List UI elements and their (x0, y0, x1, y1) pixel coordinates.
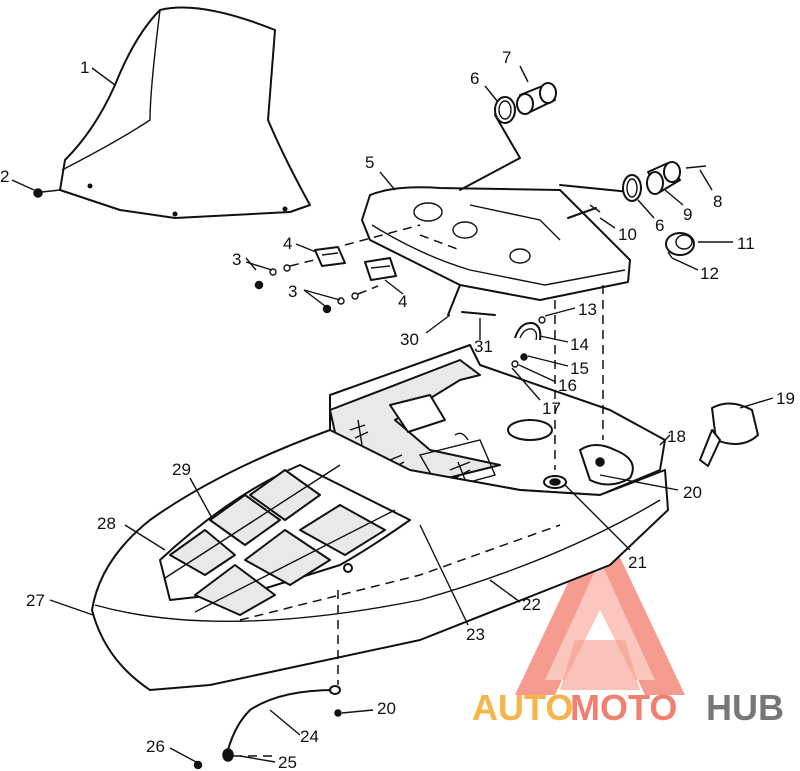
washer-15 (520, 353, 528, 361)
callout-16: 16 (558, 376, 577, 395)
callout-27: 27 (26, 591, 45, 610)
callout-21: 21 (628, 553, 647, 572)
callout-10: 10 (618, 225, 637, 244)
callout-11: 11 (737, 234, 755, 253)
callout-1: 1 (80, 58, 89, 77)
screws-3-upper (254, 257, 323, 290)
callout-7: 7 (502, 48, 511, 67)
callout-31: 31 (474, 337, 493, 356)
washer-16 (511, 360, 519, 368)
gauge-ring-6-top (494, 96, 516, 124)
side-panel-23 (159, 464, 411, 616)
leader-lines (11, 65, 774, 764)
callout-4-upper: 4 (283, 234, 292, 253)
callout-19: 19 (776, 389, 795, 408)
callout-12: 12 (700, 264, 719, 283)
callout-18: 18 (667, 427, 686, 446)
callout-6-top: 6 (470, 69, 479, 88)
nut-12 (667, 251, 673, 259)
clip-13 (538, 316, 546, 324)
watermark-logo (515, 515, 685, 695)
dash-panel (361, 186, 631, 301)
callout-6-right: 6 (655, 216, 664, 235)
callout-24: 24 (300, 727, 319, 746)
watermark-auto: AUTO (472, 687, 573, 728)
callout-labels: 1 2 3 3 4 4 5 6 6 7 8 9 10 11 12 13 14 1… (0, 48, 795, 771)
bolt-31 (461, 311, 496, 316)
bulb-8 (685, 165, 707, 169)
callout-26: 26 (146, 737, 165, 756)
callout-8: 8 (713, 192, 722, 211)
spring-30 (447, 284, 461, 316)
mirror-19 (699, 402, 759, 467)
callout-20-right: 20 (683, 483, 702, 502)
switch-11 (665, 232, 695, 256)
gauge-wire (459, 114, 521, 191)
callout-13: 13 (578, 300, 597, 319)
callout-9: 9 (683, 205, 692, 224)
callout-2: 2 (0, 167, 9, 186)
cable-24 (222, 685, 341, 762)
callout-30: 30 (400, 330, 419, 349)
callout-3-lower: 3 (288, 282, 297, 301)
callout-14: 14 (570, 335, 589, 354)
watermark-text: AUTO MOTO HUB (472, 687, 784, 728)
watermark-moto: MOTO (570, 687, 677, 728)
callout-23: 23 (466, 625, 485, 644)
callout-17: 17 (542, 399, 561, 418)
callout-22: 22 (522, 595, 541, 614)
callout-3-upper: 3 (232, 250, 241, 269)
screw-2 (33, 188, 61, 198)
gauge-ring-6-right (622, 174, 642, 202)
alignment-lines (337, 224, 604, 685)
callout-4-lower: 4 (398, 292, 407, 311)
windshield (59, 6, 311, 219)
gauge-7 (516, 82, 557, 115)
nut-26 (193, 760, 203, 770)
screws-3-lower (322, 285, 379, 314)
callout-5: 5 (365, 153, 374, 172)
callout-15: 15 (570, 359, 589, 378)
callout-25: 25 (278, 753, 297, 771)
bracket-4-lower (364, 257, 397, 281)
gauge-9 (646, 161, 681, 195)
bracket-4-upper (314, 246, 346, 267)
watermark-hub: HUB (706, 687, 784, 728)
callout-20-bottom: 20 (377, 699, 396, 718)
gauge-wire-2 (559, 184, 631, 193)
screw-10 (567, 204, 601, 219)
callout-28: 28 (97, 514, 116, 533)
latch-14 (514, 321, 542, 341)
nut-20-bottom (334, 709, 342, 717)
callout-29: 29 (172, 460, 191, 479)
hood-shell-22 (91, 429, 669, 691)
